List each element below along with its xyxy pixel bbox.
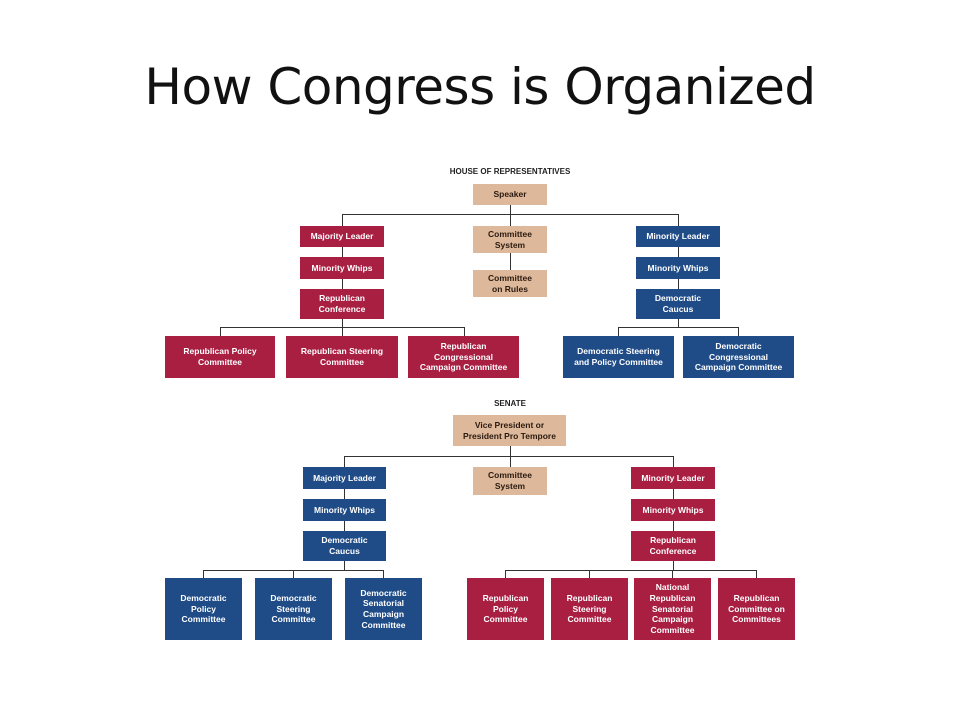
senate-majority-whips-box: Minority Whips — [303, 499, 386, 521]
senate-minority-leader-box: Minority Leader — [631, 467, 715, 489]
senate-presiding-officer-box: Vice President or President Pro Tempore — [453, 415, 566, 446]
connector-line — [505, 570, 506, 578]
senate-committee-system-box: Committee System — [473, 467, 547, 495]
senate-republican-steering-committee-box: Republican Steering Committee — [551, 578, 628, 640]
connector-line — [383, 570, 384, 578]
house-committee-on-rules-box: Committee on Rules — [473, 270, 547, 297]
connector-line — [738, 327, 739, 336]
connector-line — [678, 214, 679, 226]
house-minority-whips-box: Minority Whips — [636, 257, 720, 279]
connector-line — [510, 205, 511, 214]
connector-line — [673, 561, 674, 570]
connector-line — [203, 570, 204, 578]
house-committee-system-box: Committee System — [473, 226, 547, 253]
house-republican-congressional-campaign-committee-box: Republican Congressional Campaign Commit… — [408, 336, 519, 378]
connector-line — [344, 521, 345, 531]
connector-line — [756, 570, 757, 578]
senate-republican-committee-on-committees-box: Republican Committee on Committees — [718, 578, 795, 640]
connector-line — [673, 489, 674, 499]
senate-republican-policy-committee-box: Republican Policy Committee — [467, 578, 544, 640]
house-majority-whips-box: Minority Whips — [300, 257, 384, 279]
connector-line — [344, 489, 345, 499]
house-majority-leader-box: Majority Leader — [300, 226, 384, 247]
house-democratic-caucus-box: Democratic Caucus — [636, 289, 720, 319]
house-minority-leader-box: Minority Leader — [636, 226, 720, 247]
house-democratic-steering-policy-committee-box: Democratic Steering and Policy Committee — [563, 336, 674, 378]
connector-line — [342, 247, 343, 257]
connector-line — [678, 247, 679, 257]
connector-line — [344, 456, 345, 467]
house-republican-steering-committee-box: Republican Steering Committee — [286, 336, 398, 378]
connector-line — [342, 279, 343, 289]
house-label: HOUSE OF REPRESENTATIVES — [449, 167, 571, 176]
senate-label: SENATE — [494, 399, 526, 408]
senate-republican-conference-box: Republican Conference — [631, 531, 715, 561]
senate-democratic-policy-committee-box: Democratic Policy Committee — [165, 578, 242, 640]
senate-national-republican-senatorial-campaign-committee-box: National Republican Senatorial Campaign … — [634, 578, 711, 640]
house-speaker-box: Speaker — [473, 184, 547, 205]
connector-line — [510, 446, 511, 456]
connector-line — [342, 214, 343, 226]
senate-minority-whips-box: Minority Whips — [631, 499, 715, 521]
connector-line — [293, 570, 294, 578]
connector-line — [673, 521, 674, 531]
connector-line — [678, 319, 679, 327]
connector-line — [342, 319, 343, 327]
connector-line — [505, 570, 756, 571]
connector-line — [618, 327, 738, 328]
connector-line — [510, 456, 511, 467]
connector-line — [672, 570, 673, 578]
connector-line — [589, 570, 590, 578]
connector-line — [344, 456, 673, 457]
senate-democratic-steering-committee-box: Democratic Steering Committee — [255, 578, 332, 640]
house-republican-conference-box: Republican Conference — [300, 289, 384, 319]
connector-line — [344, 561, 345, 570]
connector-line — [510, 253, 511, 270]
house-republican-policy-committee-box: Republican Policy Committee — [165, 336, 275, 378]
senate-majority-leader-box: Majority Leader — [303, 467, 386, 489]
connector-line — [510, 214, 511, 226]
connector-line — [342, 327, 343, 336]
page-title: How Congress is Organized — [144, 58, 816, 116]
connector-line — [673, 456, 674, 467]
senate-democratic-caucus-box: Democratic Caucus — [303, 531, 386, 561]
connector-line — [220, 327, 221, 336]
connector-line — [464, 327, 465, 336]
senate-democratic-senatorial-campaign-committee-box: Democratic Senatorial Campaign Committee — [345, 578, 422, 640]
connector-line — [678, 279, 679, 289]
connector-line — [618, 327, 619, 336]
house-democratic-congressional-campaign-committee-box: Democratic Congressional Campaign Commit… — [683, 336, 794, 378]
